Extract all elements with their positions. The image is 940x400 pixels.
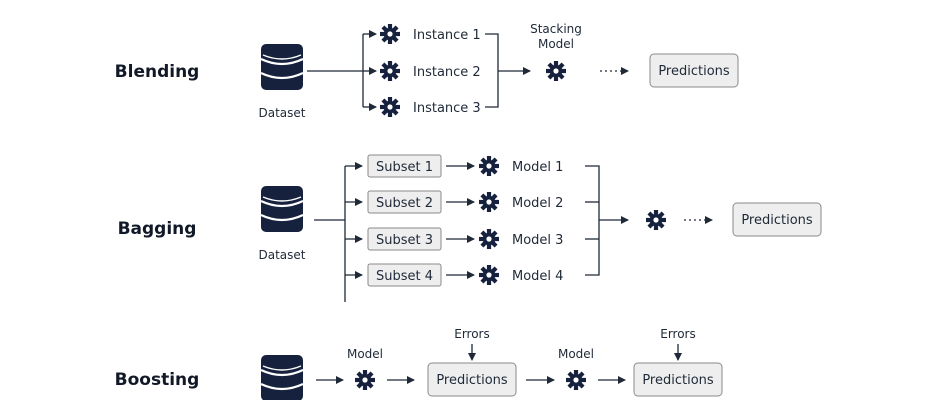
blending-title: Blending (115, 62, 200, 82)
boosting-predictions-2-label: Predictions (642, 373, 714, 388)
bagging-merge-bracket (585, 165, 600, 276)
database-icon (259, 184, 305, 234)
gear-icon (479, 156, 499, 176)
blending-instance-1: Instance 1 (413, 28, 481, 43)
stacking-model-label-line1: Stacking (530, 22, 582, 36)
boosting-predictions-2-box (633, 362, 723, 397)
subset-2-label: Subset 2 (376, 196, 433, 211)
bagging-title: Bagging (118, 219, 197, 239)
gear-icon (646, 210, 666, 230)
bagging-model-3-label: Model 3 (512, 233, 563, 248)
blending-instance-3: Instance 3 (413, 101, 481, 116)
boosting-model-1-label: Model (347, 347, 383, 361)
blending-merge-bracket (485, 33, 499, 108)
subset-box (367, 227, 442, 251)
database-icon (259, 42, 305, 92)
blending-dataset-label: Dataset (259, 106, 306, 120)
blending-predictions-box (649, 53, 739, 88)
boosting-model-2-label: Model (558, 347, 594, 361)
subset-box (367, 190, 442, 214)
boosting-title: Boosting (115, 370, 200, 390)
subset-box (367, 154, 442, 178)
blending-section: Blending Dataset Instance 1 Instance 2 I… (115, 22, 739, 120)
gear-icon (380, 97, 400, 117)
database-icon (259, 353, 305, 400)
bagging-predictions-box (732, 202, 822, 237)
gear-icon (479, 229, 499, 249)
subset-1-label: Subset 1 (376, 160, 433, 175)
stacking-model-label-line2: Model (538, 37, 574, 51)
boosting-predictions-1-label: Predictions (436, 373, 508, 388)
boosting-section: Boosting Model Errors Predictions Model … (115, 327, 723, 400)
bagging-dataset-label: Dataset (259, 248, 306, 262)
subset-4-label: Subset 4 (376, 269, 433, 284)
blending-predictions-label: Predictions (658, 64, 730, 79)
subset-3-label: Subset 3 (376, 233, 433, 248)
blending-instance-2: Instance 2 (413, 65, 481, 80)
gear-icon (479, 265, 499, 285)
bagging-model-1-label: Model 1 (512, 160, 563, 175)
boosting-errors-1-label: Errors (454, 327, 490, 341)
boosting-predictions-1-box (427, 362, 517, 397)
boosting-errors-2-label: Errors (660, 327, 696, 341)
gear-icon (380, 24, 400, 44)
bagging-model-4-label: Model 4 (512, 269, 563, 284)
gear-icon (355, 370, 375, 390)
gear-icon (566, 370, 586, 390)
gear-icon (546, 61, 566, 81)
gear-icon (479, 192, 499, 212)
gear-icon (380, 61, 400, 81)
bagging-model-2-label: Model 2 (512, 196, 563, 211)
bagging-section: Bagging Dataset Subset 1 Subset 2 Subset… (118, 154, 822, 302)
bagging-predictions-label: Predictions (741, 213, 813, 228)
subset-box (367, 263, 442, 287)
